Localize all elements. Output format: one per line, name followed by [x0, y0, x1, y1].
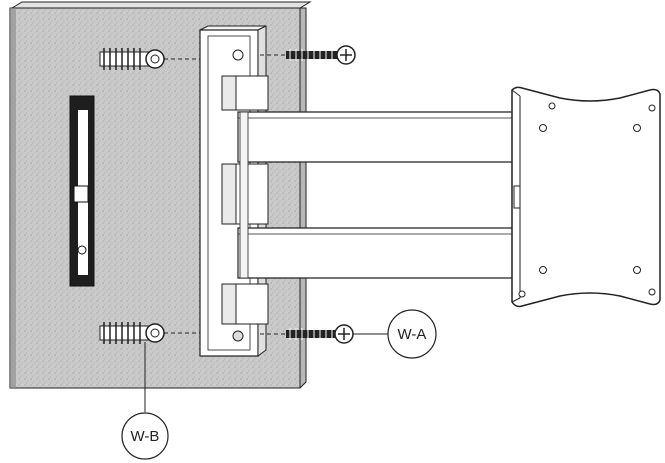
lag-screw-bottom	[260, 324, 354, 344]
callout-w-a-label: W-A	[398, 326, 427, 343]
callout-w-b-label: W-B	[131, 428, 160, 445]
wall-anchor-top	[99, 48, 200, 70]
callout-w-b: W-B	[121, 342, 169, 460]
swing-arms	[237, 111, 521, 279]
wall-anchor-bottom	[99, 322, 200, 344]
callout-w-a: W-A	[353, 309, 437, 359]
wall-plate-profile	[69, 95, 95, 287]
lag-screw-top	[260, 45, 356, 65]
tv-mount-plate	[511, 86, 661, 308]
